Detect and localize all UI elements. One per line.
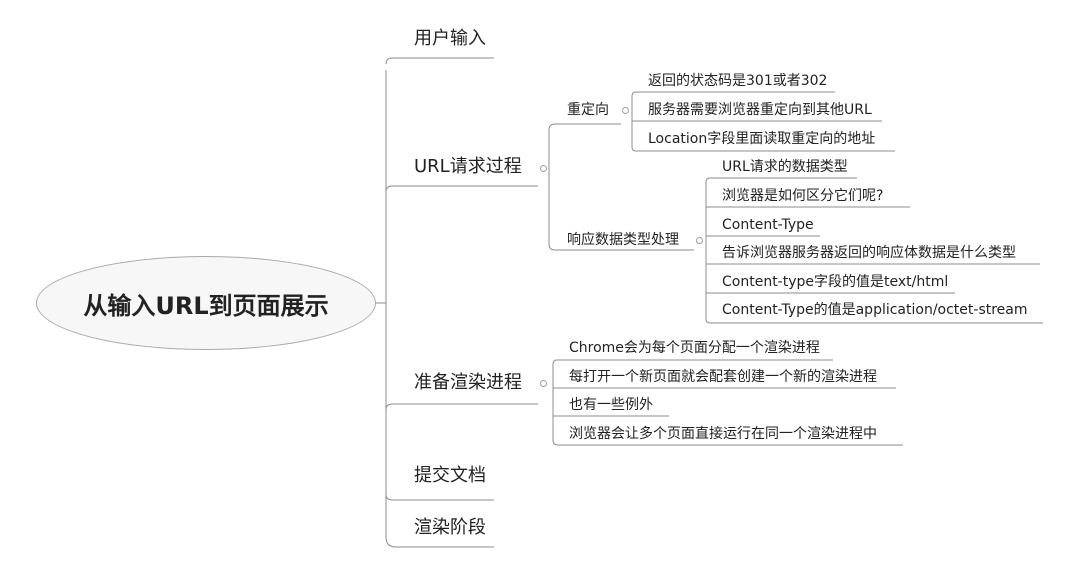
collapse-toggle[interactable] <box>540 165 547 172</box>
response-type-item: Content-Type <box>722 217 814 233</box>
response-type-item: Content-type字段的值是text/html <box>722 274 949 290</box>
branch-commit-doc: 提交文档 <box>414 465 486 486</box>
connector-line <box>385 403 538 411</box>
prepare-render-item: Chrome会为每个页面分配一个渲染进程 <box>569 340 820 356</box>
node-redirect: 重定向 <box>567 102 609 118</box>
connector-line <box>548 123 621 131</box>
branch-user-input: 用户输入 <box>414 28 486 49</box>
redirect-item: Location字段里面读取重定向的地址 <box>648 131 876 147</box>
response-type-item: URL请求的数据类型 <box>722 159 848 175</box>
connector-line <box>705 318 1043 324</box>
branch-url-request: URL请求过程 <box>414 156 522 177</box>
collapse-toggle[interactable] <box>696 237 703 244</box>
collapse-toggle[interactable] <box>540 380 547 387</box>
prepare-render-item: 浏览器会让多个页面直接运行在同一个渲染进程中 <box>569 426 877 442</box>
connector-line <box>552 359 833 365</box>
root-label: 从输入URL到页面展示 <box>83 291 329 320</box>
node-response-type: 响应数据类型处理 <box>567 232 679 248</box>
redirect-item: 服务器需要浏览器重定向到其他URL <box>648 102 872 118</box>
connector-line <box>385 536 494 548</box>
connector-line <box>385 57 494 65</box>
connector-line <box>548 243 694 251</box>
root-node <box>36 256 376 350</box>
response-type-item: Content-Type的值是application/octet-stream <box>722 302 1028 318</box>
response-type-item: 浏览器是如何区分它们呢? <box>722 188 884 204</box>
branch-prepare-render: 准备渲染进程 <box>414 372 522 393</box>
connector-line <box>631 91 835 97</box>
connector-line <box>552 439 903 446</box>
prepare-render-item: 也有一些例外 <box>569 397 653 413</box>
branch-render-stage: 渲染阶段 <box>414 517 486 538</box>
connector-line <box>385 185 538 193</box>
redirect-item: 返回的状态码是301或者302 <box>648 73 828 89</box>
connector-line <box>631 146 895 152</box>
connector-line <box>385 493 494 501</box>
response-type-item: 告诉浏览器服务器返回的响应体数据是什么类型 <box>722 245 1016 261</box>
connector-line <box>705 177 857 183</box>
prepare-render-item: 每打开一个新页面就会配套创建一个新的渲染进程 <box>569 369 877 385</box>
collapse-toggle[interactable] <box>622 107 629 114</box>
